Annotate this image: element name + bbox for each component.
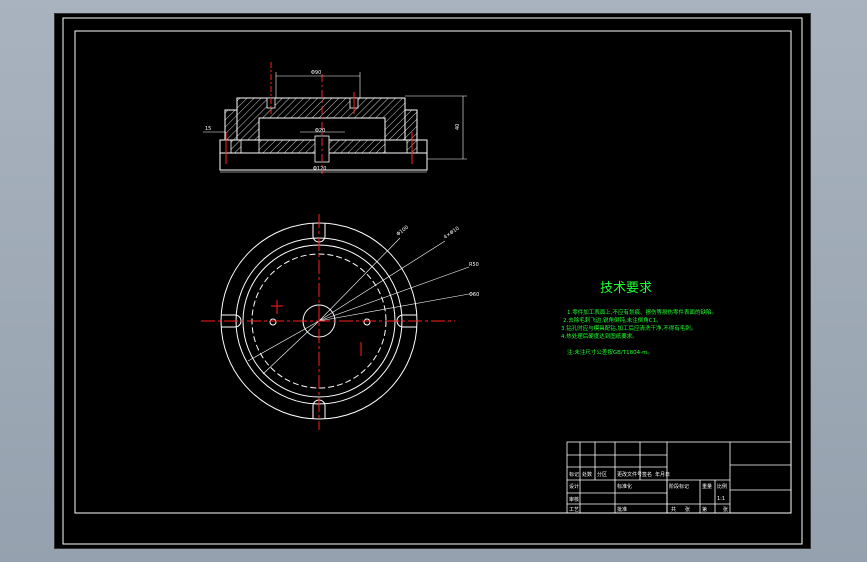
tech-req-line-4: 4.热处理后硬度达到图纸要求。 — [561, 332, 638, 340]
tb-stage: 阶段标记 — [669, 483, 689, 490]
tb-doc: 更改文件号 — [617, 471, 642, 478]
dim-right-height: 40 — [455, 124, 461, 130]
tb-ratio: 1:1 — [717, 496, 725, 502]
cad-drawing: Φ90 40 15 Φ20 Φ120 Φ1 — [62, 17, 803, 545]
dim-bottom-width: Φ120 — [313, 166, 326, 172]
section-view: Φ90 40 15 Φ20 Φ120 — [203, 62, 467, 174]
tech-req-line-2: 2.去除毛刺飞边,锐角倒钝,未注倒角C1。 — [563, 316, 662, 324]
title-block-text: 标记 处数 分区 更改文件号 签名 年月日 设计 标准化 阶段标记 重量 比例 … — [569, 471, 728, 513]
tb-process: 工艺 — [569, 507, 579, 513]
tb-weight: 重量 — [702, 483, 712, 490]
leader-label-1: Φ100 — [396, 225, 410, 238]
tb-sign: 签名 — [642, 471, 652, 478]
drawing-frame — [62, 17, 803, 545]
technical-requirements: 技术要求 1.零件加工表面上,不应有划痕、擦伤等损伤零件表面的缺陷。 2.去除毛… — [561, 281, 717, 356]
leader-label-4: Φ60 — [469, 292, 479, 298]
tb-approve: 批准 — [617, 506, 627, 513]
tb-count: 处数 — [582, 471, 592, 478]
tb-sheet-2: 张 — [723, 506, 728, 513]
dim-bore: Φ20 — [315, 128, 325, 134]
tb-sheet: 第 — [702, 506, 707, 513]
tech-req-note: 注:未注尺寸公差按GB/T1804-m。 — [567, 348, 653, 356]
tb-sheets: 张 — [685, 506, 690, 513]
tech-req-line-1: 1.零件加工表面上,不应有划痕、擦伤等损伤零件表面的缺陷。 — [567, 308, 717, 316]
plan-center-lines — [201, 214, 455, 430]
tb-total: 共 — [671, 506, 676, 513]
dim-left-step: 15 — [205, 126, 211, 132]
dim-top-width: Φ90 — [311, 70, 321, 76]
tb-std: 标准化 — [617, 483, 632, 490]
tb-review: 审核 — [569, 496, 579, 503]
tb-design: 设计 — [569, 483, 579, 490]
cad-viewport[interactable]: Φ90 40 15 Φ20 Φ120 Φ1 — [55, 14, 810, 548]
tb-mark: 标记 — [569, 471, 579, 478]
tb-scale: 比例 — [717, 483, 727, 490]
tech-req-line-3: 3.钻孔时应与模具配钻,加工后应清洗干净,不得有毛刺。 — [561, 324, 696, 332]
title-block — [566, 441, 792, 514]
tech-req-title: 技术要求 — [600, 281, 652, 296]
tb-date: 年月日 — [655, 471, 670, 478]
leader-label-3: R50 — [469, 262, 479, 268]
tb-zone: 分区 — [597, 471, 607, 478]
leader-label-2: 4×Φ10 — [443, 226, 461, 241]
